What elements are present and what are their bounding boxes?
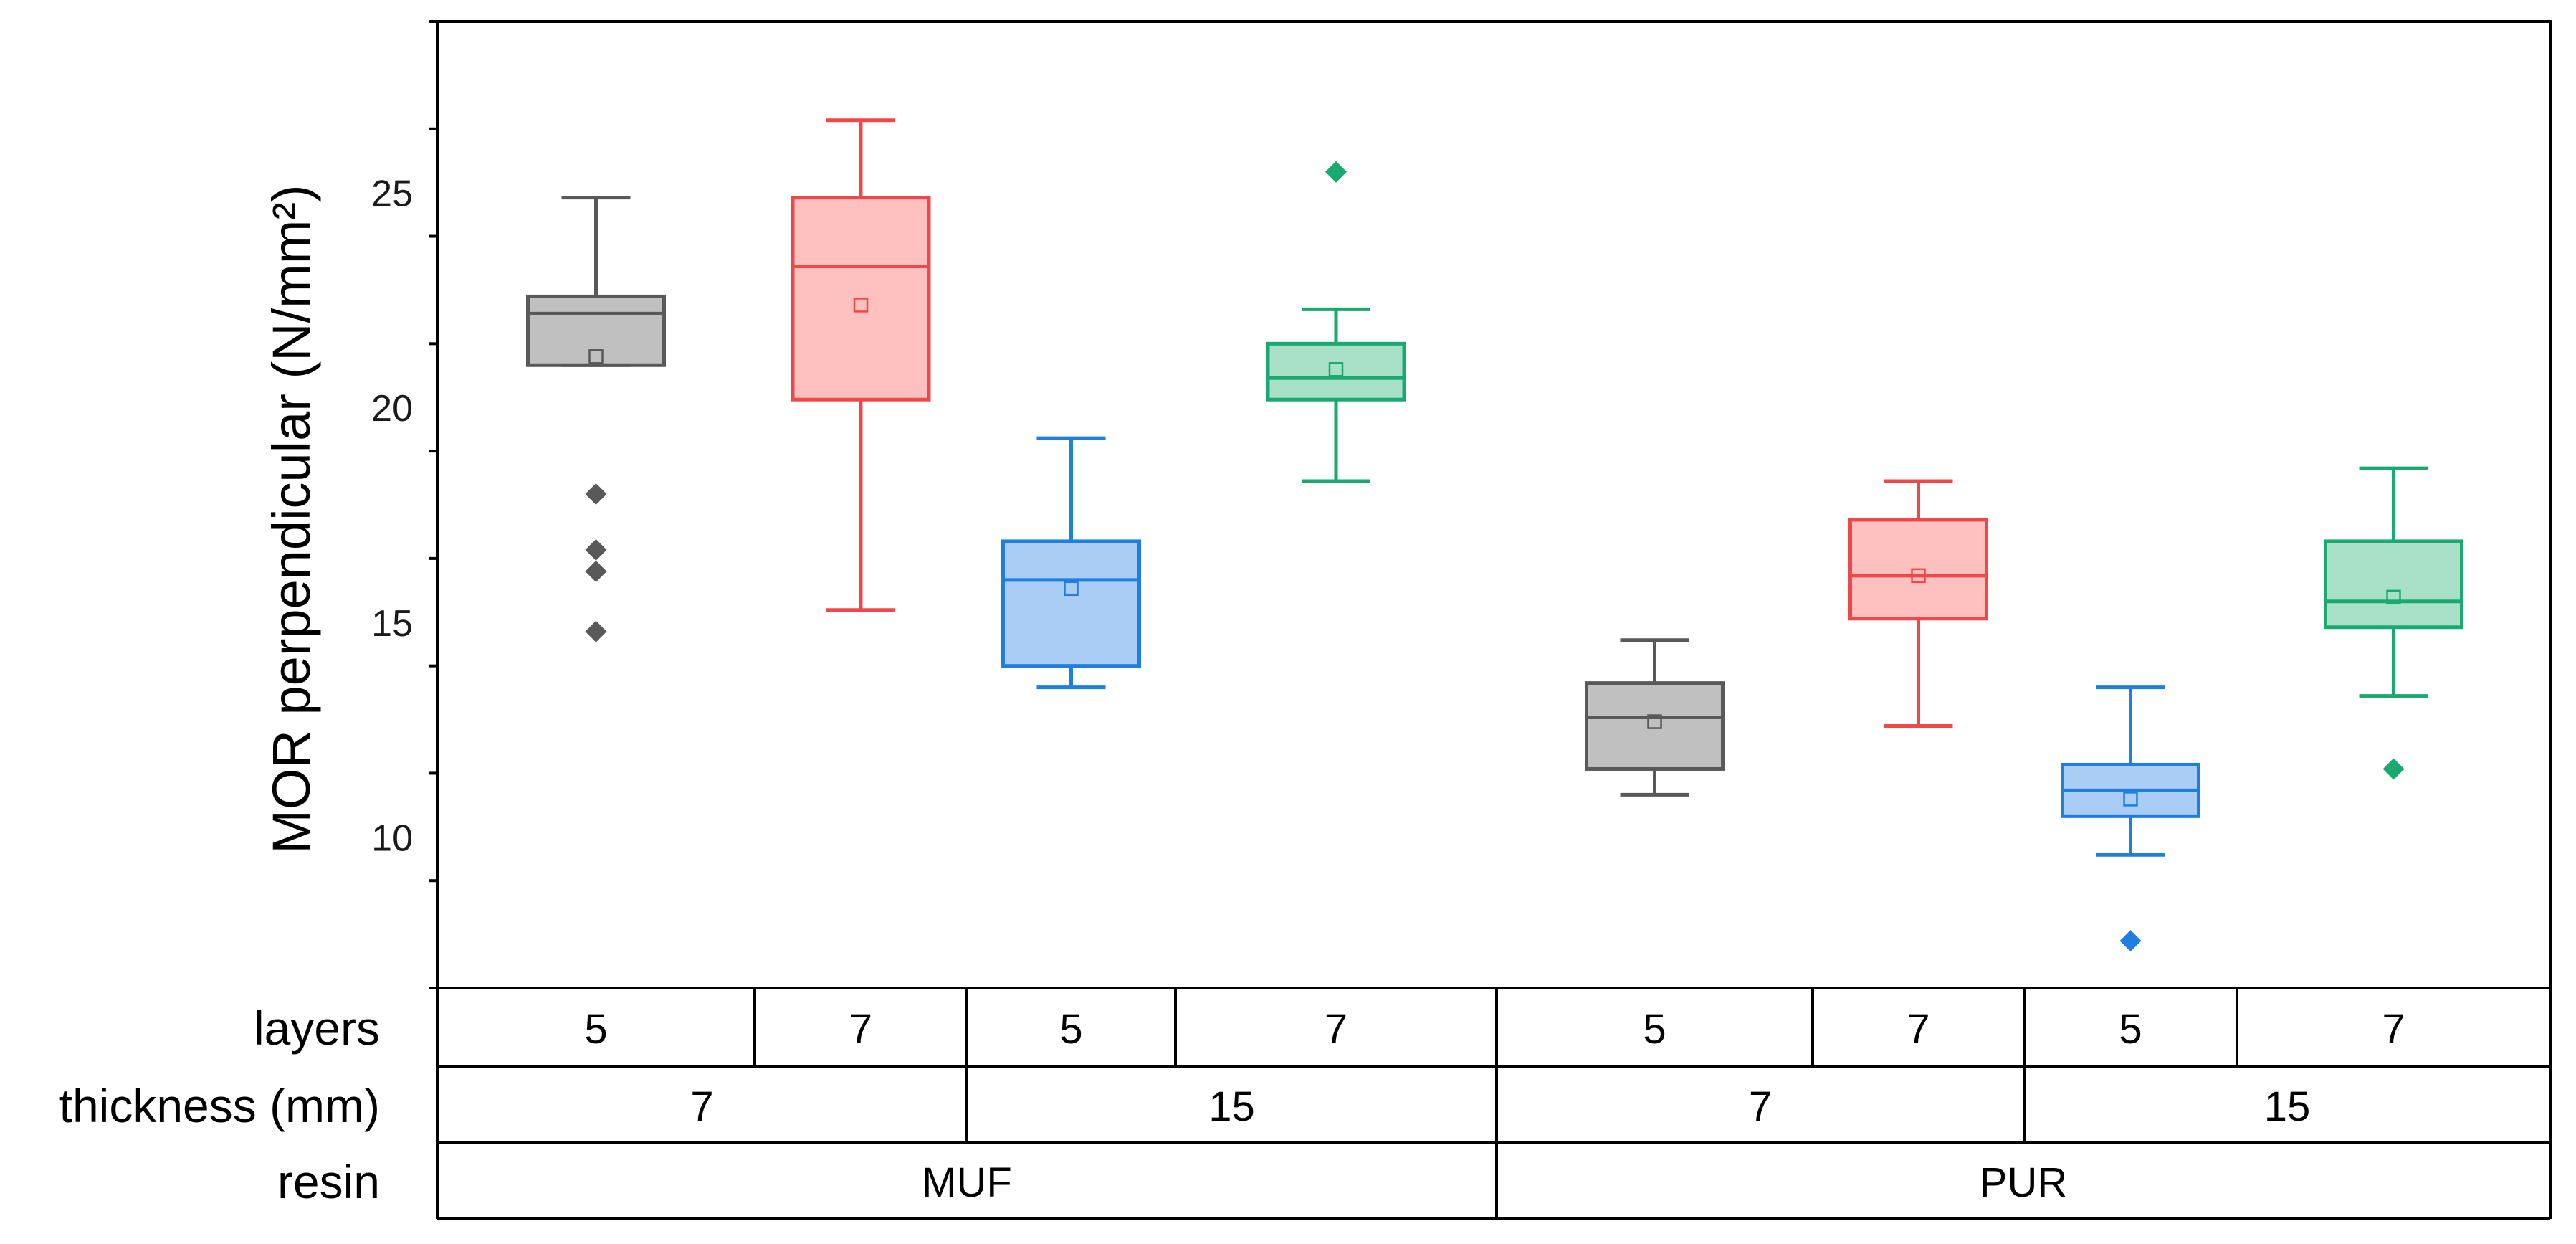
box: [2324, 539, 2463, 630]
outlier-point: [585, 538, 607, 561]
outlier-point: [585, 483, 607, 505]
table-cell-label: 15: [1208, 1083, 1255, 1130]
plot-frame: [436, 20, 2552, 989]
outlier-point: [2382, 758, 2405, 780]
mean-marker: [853, 298, 869, 313]
table-row-label: layers: [254, 1002, 380, 1055]
y-axis-title: MOR perpendicular (N/mm²): [262, 184, 321, 853]
mean-marker: [588, 349, 604, 364]
table-cell-label: PUR: [1980, 1159, 2067, 1206]
table-row-label: resin: [277, 1155, 380, 1208]
mean-marker: [2123, 792, 2138, 807]
table-cell-label: 15: [2264, 1083, 2311, 1130]
y-tick-label: 20: [371, 388, 413, 429]
y-tick-label: 15: [371, 603, 413, 645]
outlier-point: [585, 620, 607, 642]
y-tick-label: 25: [371, 174, 413, 215]
table-cell-label: 5: [1059, 1006, 1082, 1053]
mean-marker: [1328, 362, 1344, 377]
box: [1001, 539, 1141, 668]
table-cell-label: 7: [849, 1006, 872, 1053]
outlier-point: [585, 560, 607, 582]
y-tick-label: 10: [371, 817, 413, 859]
box: [1266, 341, 1406, 402]
table-cell-label: 7: [1749, 1083, 1772, 1130]
mean-marker: [1911, 568, 1926, 584]
table-cell-label: 5: [1643, 1006, 1666, 1053]
table-cell-label: 7: [1325, 1006, 1347, 1053]
mean-marker: [2386, 589, 2401, 605]
table-cell-label: 7: [2382, 1006, 2405, 1053]
table-cell-label: 5: [2119, 1006, 2142, 1053]
mean-marker: [1647, 714, 1662, 729]
outlier-point: [2119, 930, 2142, 952]
box: [1585, 681, 1725, 771]
table-row-label: thickness (mm): [59, 1079, 380, 1132]
box: [526, 294, 666, 367]
table-cell-label: MUF: [922, 1159, 1012, 1206]
table-cell-label: 7: [690, 1083, 713, 1130]
table-cell-label: 5: [584, 1006, 607, 1053]
mean-marker: [1064, 581, 1079, 597]
outlier-point: [1325, 161, 1347, 183]
table-cell-label: 7: [1907, 1006, 1929, 1053]
